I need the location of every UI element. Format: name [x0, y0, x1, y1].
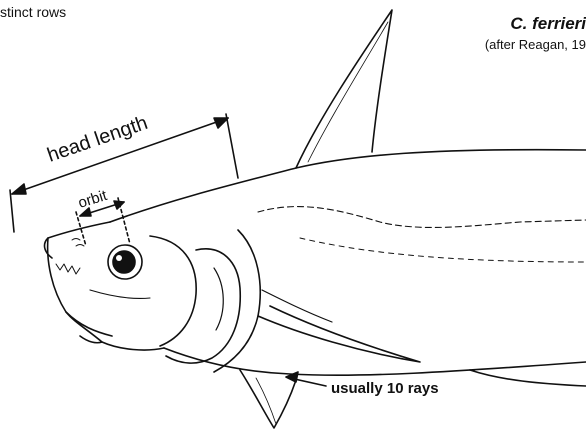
opercle [166, 249, 240, 363]
attribution: (after Reagan, 19 [485, 37, 586, 52]
pectoral-fin-base [262, 290, 332, 322]
head-length-tick-left [10, 190, 14, 232]
head-length-label: head length [44, 112, 150, 167]
dorsal-fin-ray [308, 22, 388, 162]
head-length-arrowhead-left [12, 184, 26, 194]
gill-opening [214, 268, 223, 330]
head-length-tick-right [226, 114, 238, 178]
lateral-line [258, 207, 586, 228]
back-contour [110, 150, 586, 222]
mouth-teeth [56, 264, 80, 274]
eye-pupil [113, 251, 135, 273]
pelvic-fin [240, 370, 296, 428]
head-contour [45, 222, 110, 258]
preopercle [150, 236, 196, 346]
species-name: C. ferrieri [510, 14, 586, 34]
orbit-arrowhead-right [114, 201, 124, 209]
cheek-line [90, 290, 150, 299]
anal-fin [470, 370, 586, 386]
pectoral-fin [258, 306, 420, 362]
nostril [72, 239, 84, 247]
eye-highlight [116, 255, 122, 261]
lower-jaw [66, 312, 102, 343]
rays-note: usually 10 rays [331, 380, 439, 397]
chin [102, 342, 164, 350]
body-line [300, 238, 586, 262]
upper-jaw [48, 238, 112, 336]
head-length-arrowhead-right [214, 118, 228, 128]
belly-contour [164, 348, 586, 375]
dorsal-fin [296, 10, 392, 168]
partial-caption: stinct rows [0, 4, 66, 20]
